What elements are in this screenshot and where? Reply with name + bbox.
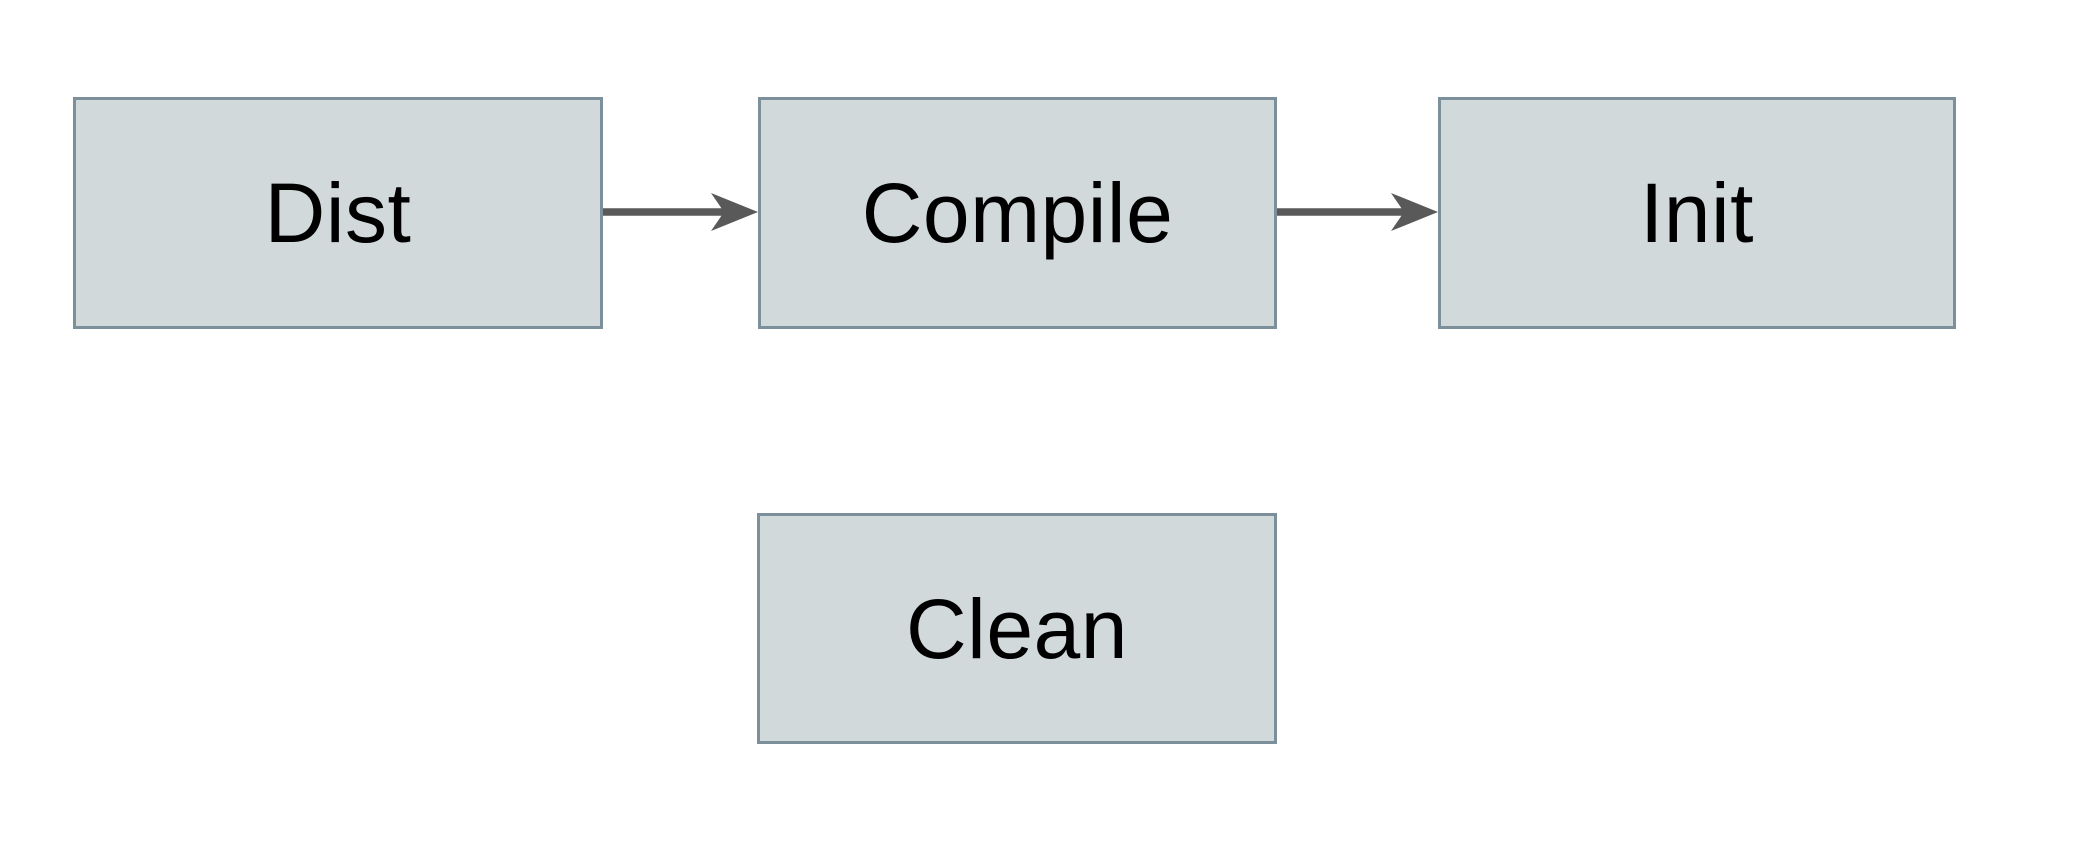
arrow-head-icon — [711, 193, 758, 231]
node-clean[interactable]: Clean — [757, 513, 1277, 744]
node-dist[interactable]: Dist — [73, 97, 603, 329]
arrow-dist-to-compile — [603, 193, 758, 231]
node-clean-label: Clean — [906, 581, 1128, 676]
arrow-head-icon — [1391, 193, 1438, 231]
node-init-label: Init — [1639, 166, 1755, 260]
node-compile-label: Compile — [861, 166, 1174, 260]
node-dist-label: Dist — [264, 166, 412, 260]
arrow-compile-to-init — [1277, 193, 1438, 231]
node-init[interactable]: Init — [1438, 97, 1956, 329]
node-compile[interactable]: Compile — [758, 97, 1277, 329]
